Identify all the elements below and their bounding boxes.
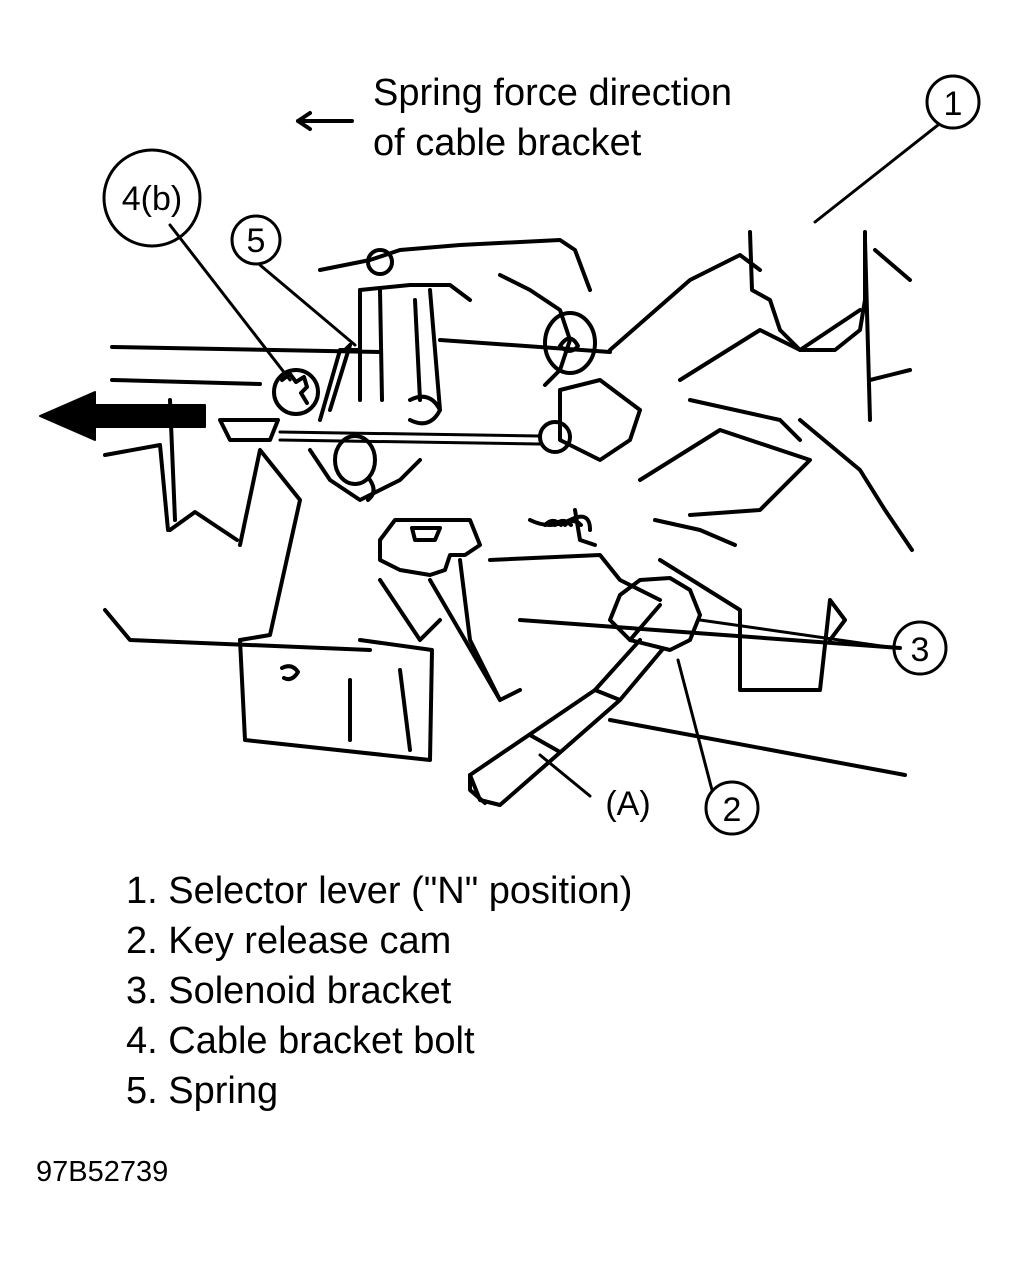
spring-force-text-line1: Spring force direction bbox=[373, 72, 733, 114]
callout-1-circle bbox=[925, 74, 981, 130]
legend-item-selector-lever: 1. Selector lever ("N" position) bbox=[126, 870, 633, 912]
callout-5-circle bbox=[230, 214, 282, 266]
legend-item-cable-bracket-bolt: 4. Cable bracket bolt bbox=[126, 1020, 475, 1062]
leader-lines bbox=[168, 123, 940, 798]
callout-3-label: 3 bbox=[911, 631, 930, 669]
callout-2-circle bbox=[704, 780, 760, 836]
solenoid-bracket bbox=[238, 448, 662, 762]
pull-direction-arrow-icon bbox=[39, 391, 206, 441]
callout-a-label: (A) bbox=[605, 785, 650, 823]
callout-2-label: 2 bbox=[723, 791, 742, 829]
legend-item-solenoid-bracket: 3. Solenoid bracket bbox=[126, 970, 452, 1012]
callout-3-circle bbox=[892, 620, 948, 676]
callout-4b-circle bbox=[102, 148, 202, 248]
transmission-housing bbox=[103, 338, 914, 777]
figure-id: 97B52739 bbox=[36, 1156, 169, 1188]
cable-bracket-assembly bbox=[218, 238, 642, 502]
legend-item-key-release-cam: 2. Key release cam bbox=[126, 920, 452, 962]
callout-4b-label: 4(b) bbox=[122, 180, 182, 218]
callout-1-label: 1 bbox=[944, 85, 963, 123]
spring-force-text-line2: of cable bracket bbox=[373, 122, 642, 164]
spring-force-arrow-icon bbox=[296, 111, 354, 131]
selector-lever-housing bbox=[608, 230, 912, 517]
key-release-cam-tool bbox=[468, 576, 702, 807]
parts-legend: 1. Selector lever ("N" position) 2. Key … bbox=[126, 866, 632, 1116]
callout-5-label: 5 bbox=[247, 222, 266, 260]
legend-item-spring: 5. Spring bbox=[126, 1070, 279, 1112]
